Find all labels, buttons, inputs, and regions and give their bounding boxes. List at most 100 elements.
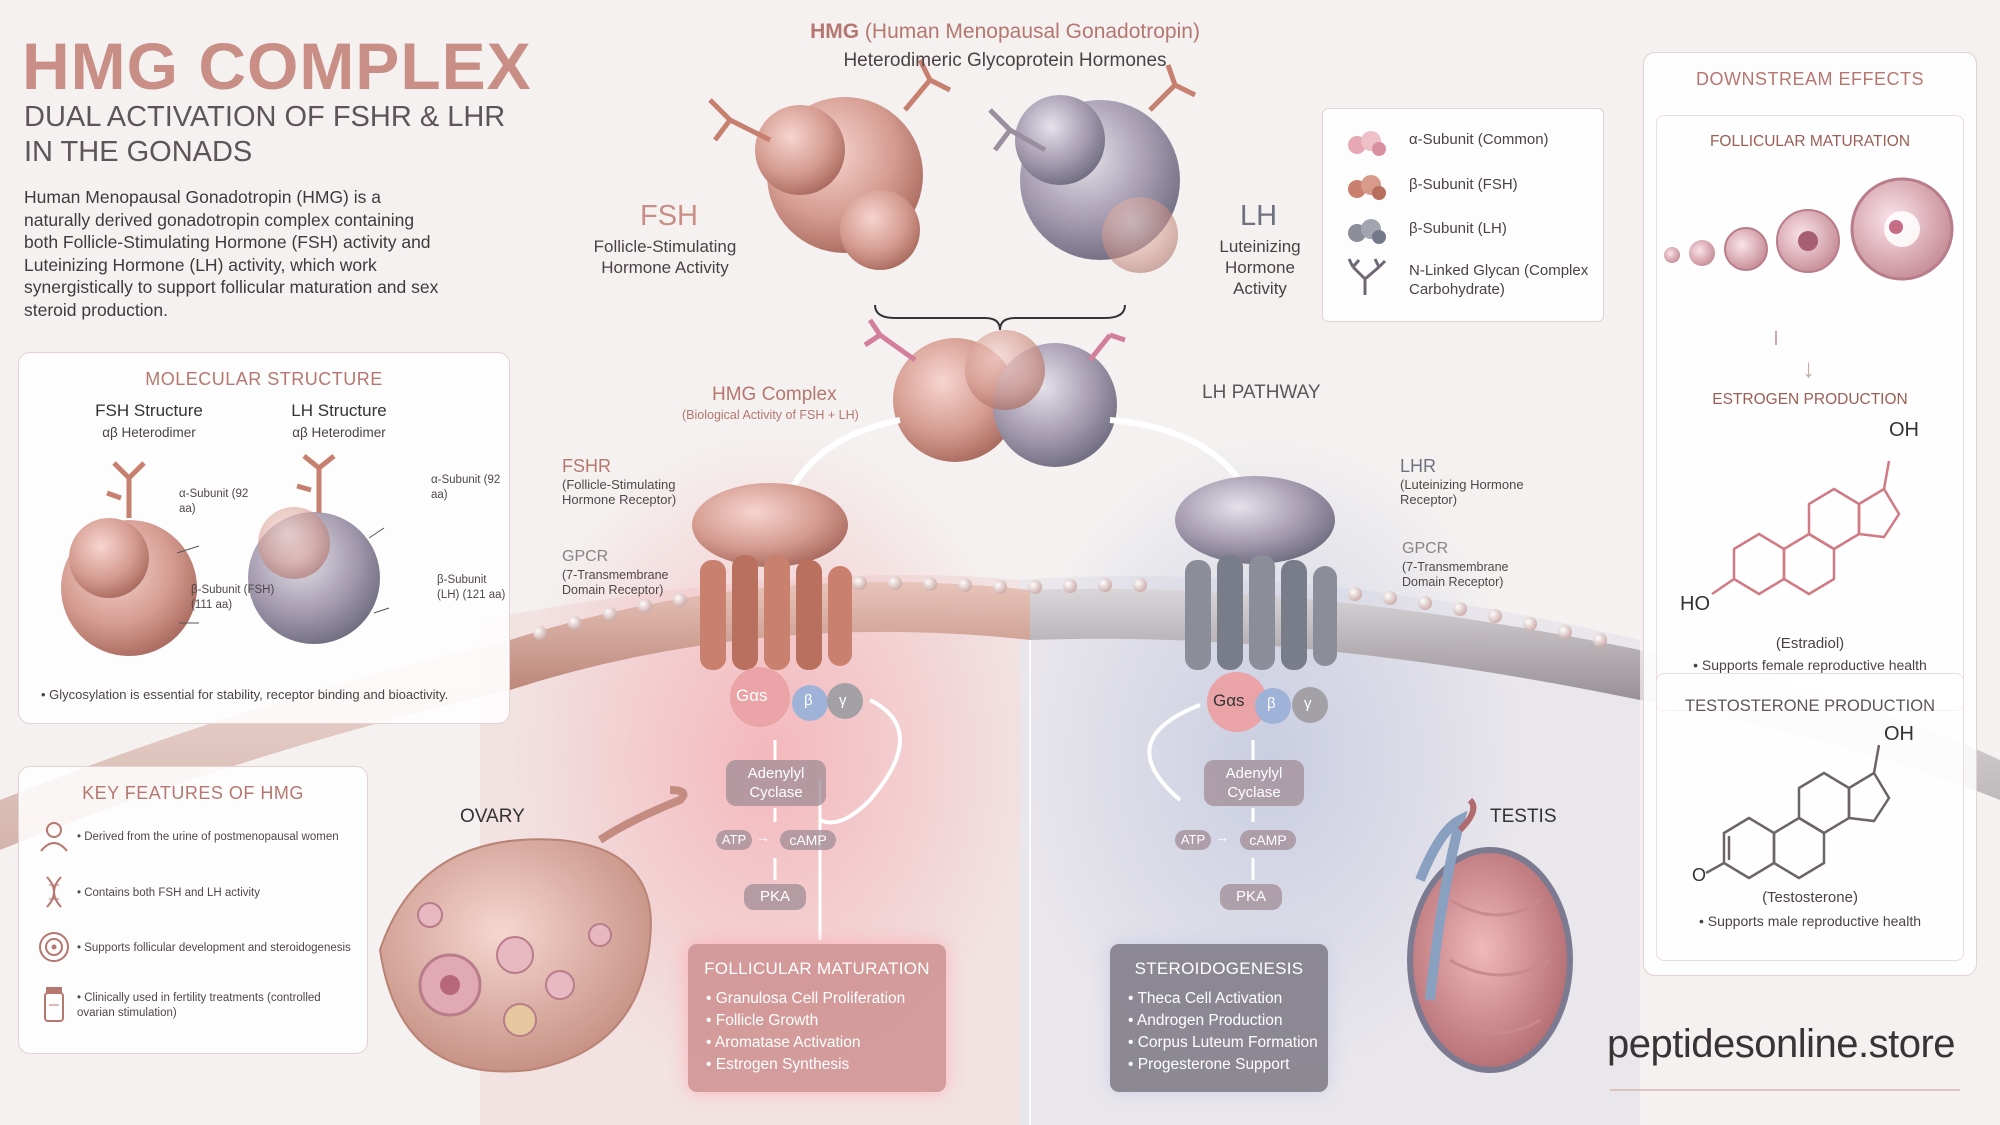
fsh-description: Follicle-Stimulating Hormone Activity [593,237,737,277]
testosterone-note: • Supports male reproductive health [1698,913,1922,929]
lhr-receptor-art [1175,476,1337,670]
hmg-abbrev: HMG [810,20,860,43]
lh-label: LH [1240,200,1278,232]
fsh-molecule-art [708,58,952,270]
legend-label-beta-fsh: β-Subunit (FSH) [1409,176,1518,193]
target-icon [37,930,71,969]
gamma-label-right: γ [1304,695,1312,712]
hmg-complex-label: HMG Complex [712,384,837,405]
ovary-art [378,786,688,1073]
estradiol-oh: OH [1889,419,1919,441]
beta-lh-icon [1345,217,1387,250]
structure-molecules-art [61,454,390,656]
page-subtitle: DUAL ACTIVATION OF FSHR & LHR IN THE GON… [24,101,506,168]
pka-right: PKA [1220,884,1282,910]
testosterone-o: O [1692,865,1707,885]
estradiol-ho: HO [1680,593,1710,615]
adenylyl-cyclase-right: Adenylyl Cyclase [1204,760,1304,806]
follicular-item-4: • Estrogen Synthesis [706,1056,850,1073]
gas-label-left: Gαs [736,686,768,705]
glycosylation-note: • Glycosylation is essential for stabili… [41,687,449,702]
molecular-structure-panel: MOLECULAR STRUCTURE FSH Structure αβ Het… [18,352,510,724]
intro-text: Human Menopausal Gonadotropin (HMG) is a… [24,187,439,320]
fsh-alpha-label: α-Subunit (92 aa) [179,488,249,515]
glycan-icon [1345,257,1387,302]
feature-item-2: • Contains both FSH and LH activity [77,887,261,899]
follicular-item-1: • Granulosa Cell Proliferation [706,990,906,1007]
brand-wordmark: peptidesonline.store [1607,1022,1956,1066]
steroid-item-3: • Corpus Luteum Formation [1128,1034,1318,1051]
legend-label-glycan: N-Linked Glycan (Complex Carbohydrate) [1409,262,1589,298]
lh-structure-sub: αβ Heterodimer [292,425,386,440]
lhr-label: LHR [1400,456,1437,476]
steroidogenesis-box: STEROIDOGENESIS • Theca Cell Activation … [1110,944,1328,1092]
atp-arrow-left: → [756,829,770,845]
gpcr-left-description: (7-Transmembrane Domain Receptor) [562,568,669,597]
beta-label-right: β [1267,695,1276,712]
estradiol-structure [1711,460,1901,596]
gas-label-right: Gαs [1213,691,1245,710]
lh-molecule-art [988,64,1197,273]
downstream-follicular-title: FOLLICULAR MATURATION [1709,133,1911,150]
fsh-label: FSH [640,200,698,232]
downstream-effects-panel: DOWNSTREAM EFFECTS FOLLICULAR MATURATION… [1643,52,1977,976]
key-features-panel: KEY FEATURES OF HMG • Derived from the u… [18,766,368,1054]
feature-item-4: • Clinically used in fertility treatment… [77,992,321,1019]
downstream-title: DOWNSTREAM EFFECTS [1696,69,1924,89]
steroidogenesis-box-title: STEROIDOGENESIS [1134,959,1304,978]
feature-item-1: • Derived from the urine of postmenopaus… [77,831,339,843]
fsh-beta-label: β-Subunit (FSH) (111 aa) [191,584,275,611]
page-title: HMG COMPLEX [22,29,532,103]
dna-icon [37,875,71,914]
feature-item-3: • Supports follicular development and st… [77,942,351,954]
testosterone-structure [1705,744,1891,880]
follicle-stages-art [1664,177,1954,345]
vial-icon [37,985,71,1028]
follicular-box-title: FOLLICULAR MATURATION [704,959,930,978]
hmg-expansion: (Human Menopausal Gonadotropin) [864,20,1200,43]
downstream-arrow: ↓ [1802,353,1815,383]
lh-pathway-label: LH PATHWAY [1202,382,1321,403]
fshr-label: FSHR [562,456,611,476]
testosterone-oh: OH [1884,723,1914,745]
lh-beta-label: β-Subunit (LH) (121 aa) [437,574,506,601]
gpcr-right-description: (7-Transmembrane Domain Receptor) [1402,560,1509,589]
hmg-subheading: Heterodimeric Glycoprotein Hormones [843,50,1167,71]
estrogen-title: ESTROGEN PRODUCTION [1712,391,1908,408]
lhr-description: (Luteinizing Hormone Receptor) [1400,477,1524,507]
steroid-item-1: • Theca Cell Activation [1128,990,1283,1007]
steroid-item-4: • Progesterone Support [1128,1056,1290,1073]
estradiol-label: (Estradiol) [1775,635,1845,652]
legend-label-alpha: α-Subunit (Common) [1409,131,1549,148]
alpha-subunit-icon [1345,129,1387,162]
lh-description: Luteinizing Hormone Activity [1219,237,1301,298]
camp-left: cAMP [780,830,836,850]
key-features-title: KEY FEATURES OF HMG [82,783,304,803]
hmg-heading: HMG (Human Menopausal Gonadotropin) [785,20,1225,44]
gamma-label-left: γ [839,692,847,709]
gpcr-left-label: GPCR [562,548,609,565]
testosterone-label: (Testosterone) [1762,889,1858,906]
hmg-complex-sub: (Biological Activity of FSH + LH) [682,408,859,422]
testis-art [1407,797,1573,1073]
fsh-structure-title: FSH Structure [95,401,203,420]
beta-fsh-icon [1345,173,1387,206]
testosterone-title: TESTOSTERONE PRODUCTION [1685,697,1935,715]
legend-panel: α-Subunit (Common) β-Subunit (FSH) β-Sub… [1322,108,1604,322]
atp-arrow-right: → [1215,829,1229,845]
camp-right: cAMP [1240,830,1296,850]
gpcr-right-label: GPCR [1402,540,1449,557]
atp-left: ATP [716,830,752,850]
hmg-complex-art [863,318,1126,467]
pka-left: PKA [744,884,806,910]
lh-alpha-label: α-Subunit (92 aa) [431,474,501,501]
testis-label: TESTIS [1490,806,1557,827]
legend-label-beta-lh: β-Subunit (LH) [1409,220,1507,237]
fshr-description: (Follicle-Stimulating Hormone Receptor) [562,477,677,507]
follicular-item-2: • Follicle Growth [706,1012,819,1029]
adenylyl-cyclase-left: Adenylyl Cyclase [726,760,826,806]
testosterone-subpanel [1656,673,1964,961]
ovary-label: OVARY [460,806,525,827]
fshr-receptor-art [692,483,852,670]
molecular-structure-title: MOLECULAR STRUCTURE [145,369,383,389]
